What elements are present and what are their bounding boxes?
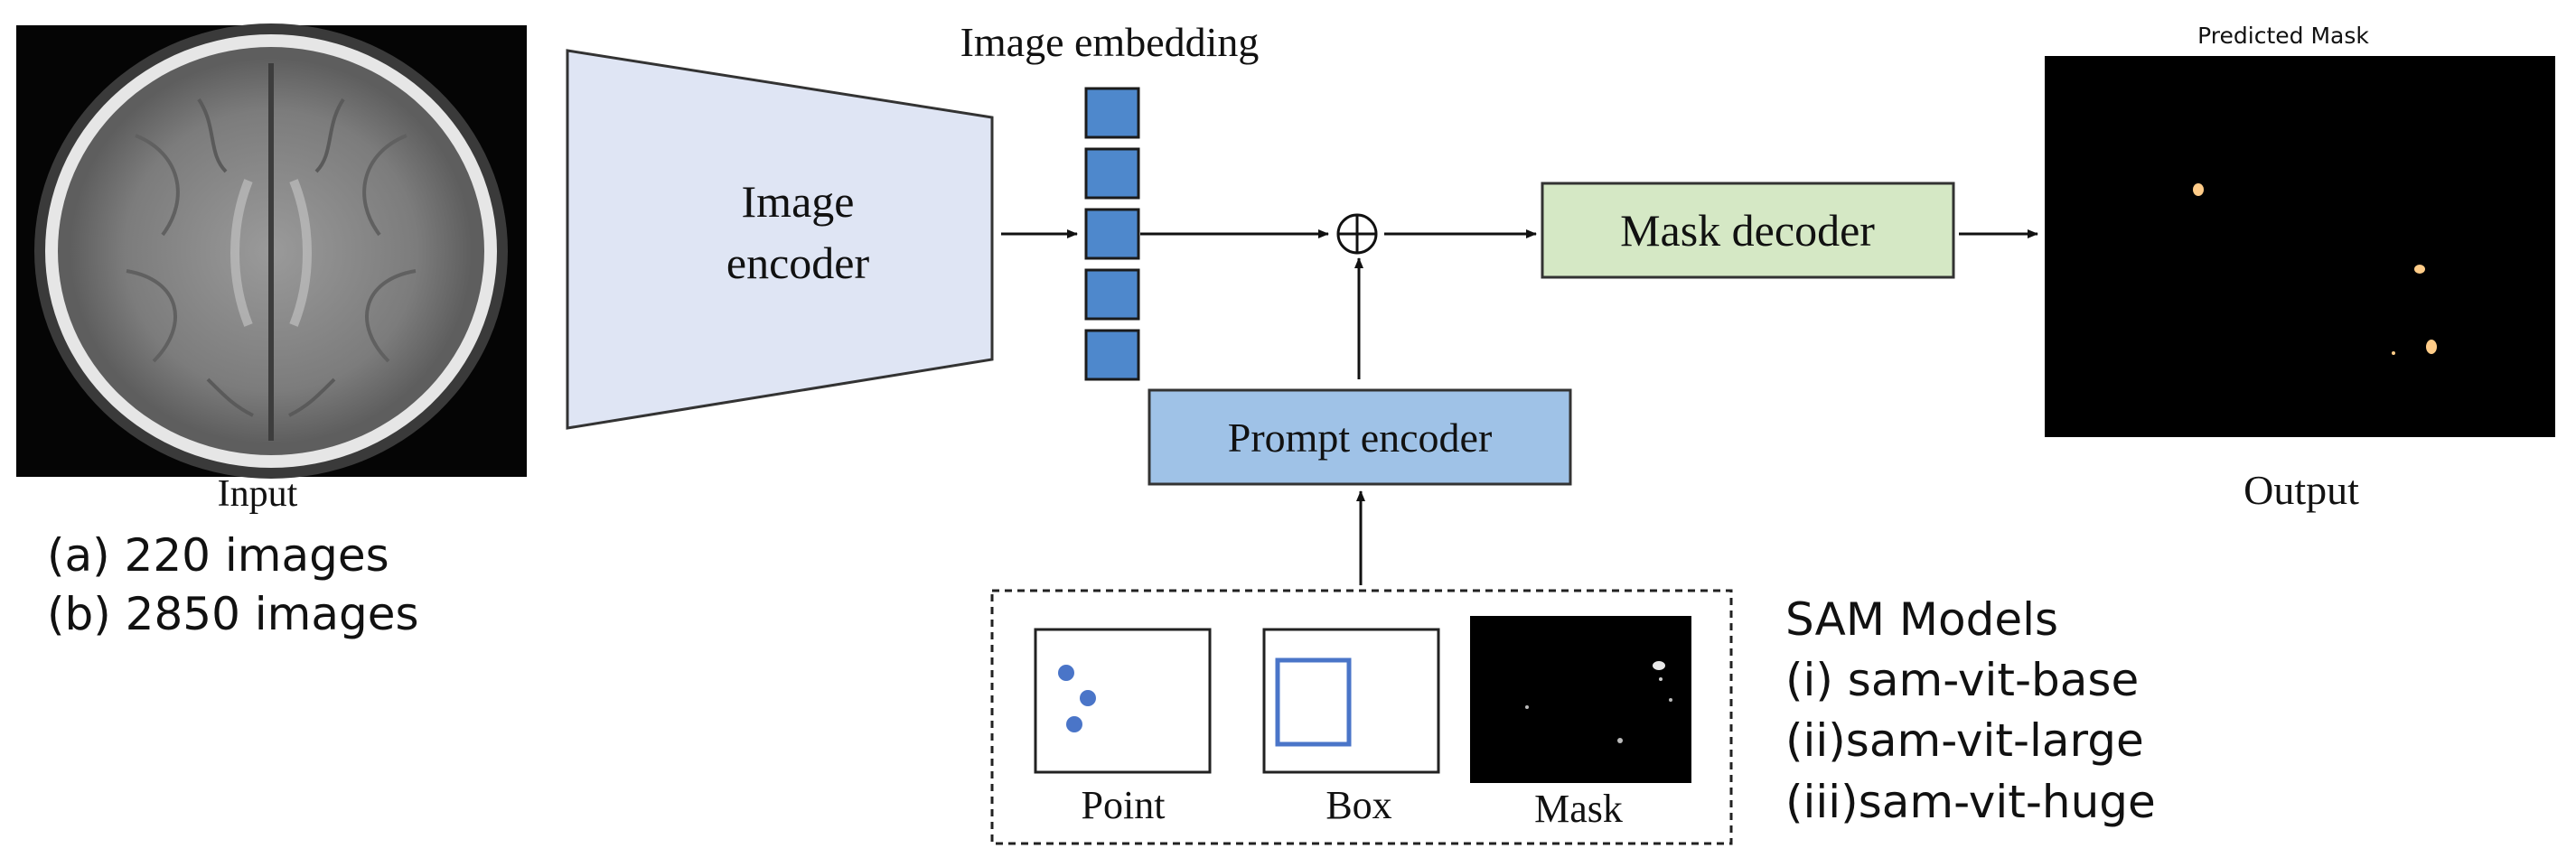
embedding-cell xyxy=(1084,329,1140,381)
image-encoder-block xyxy=(566,49,994,430)
point-dot xyxy=(1080,690,1096,706)
point-prompt-label: Point xyxy=(1082,783,1166,827)
image-encoder-label-line1: Image xyxy=(742,176,855,227)
prompt-encoder-label: Prompt encoder xyxy=(1228,415,1493,461)
output-caption: Output xyxy=(2243,467,2359,513)
input-mri-image xyxy=(16,23,527,479)
sam-model-item: (iii)sam-vit-huge xyxy=(1785,776,2156,828)
input-caption: Input xyxy=(218,473,298,515)
sam-models-heading: SAM Models xyxy=(1785,593,2058,646)
point-dot xyxy=(1058,665,1074,681)
embedding-cell xyxy=(1084,208,1140,260)
embedding-cell xyxy=(1084,268,1140,321)
mask-decoder-block xyxy=(1541,182,1955,279)
sam-model-item: (ii)sam-vit-large xyxy=(1785,714,2144,767)
mask-prompt-panel xyxy=(1470,616,1691,783)
image-embedding-stack xyxy=(1084,87,1140,381)
sam-model-item: (i) sam-vit-base xyxy=(1785,654,2139,706)
combine-plus-icon xyxy=(1336,213,1378,255)
mask-decoder-label: Mask decoder xyxy=(1620,205,1875,256)
image-encoder-label-line2: encoder xyxy=(726,238,870,288)
dataset-item-a: (a) 220 images xyxy=(47,529,389,582)
prompt-encoder-block xyxy=(1147,388,1572,486)
box-prompt-panel xyxy=(1262,628,1440,774)
dataset-item-b: (b) 2850 images xyxy=(47,588,419,640)
image-embedding-title: Image embedding xyxy=(960,19,1260,65)
point-prompt-panel xyxy=(1034,628,1212,774)
output-title: Predicted Mask xyxy=(2197,23,2369,49)
embedding-cell xyxy=(1084,147,1140,200)
mask-prompt-label: Mask xyxy=(1534,787,1623,831)
prompt-inputs-group xyxy=(990,589,1733,845)
box-prompt-rectangle xyxy=(1275,657,1352,747)
output-predicted-mask-image xyxy=(2045,56,2555,437)
embedding-cell xyxy=(1084,87,1140,139)
point-dot xyxy=(1066,716,1082,732)
box-prompt-label: Box xyxy=(1325,783,1391,827)
